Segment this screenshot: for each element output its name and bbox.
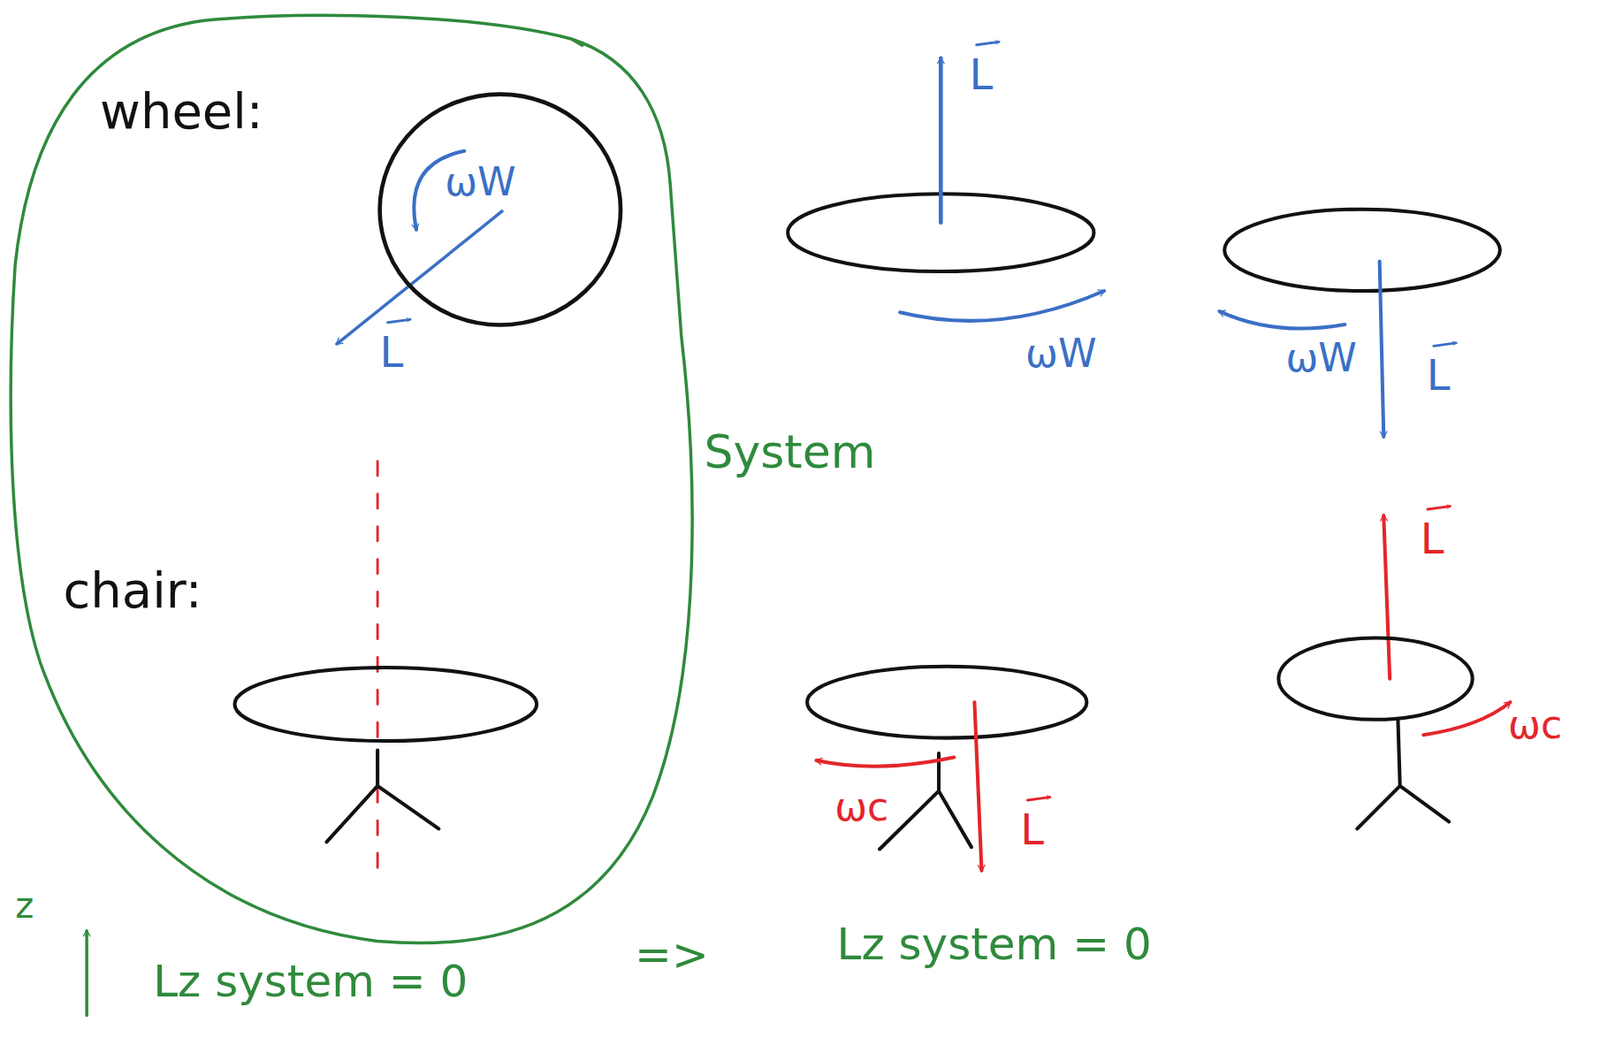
angular-momentum-arrow: [1383, 515, 1390, 679]
angular-momentum-symbol: L: [969, 51, 994, 99]
angular-momentum-symbol: L: [379, 328, 404, 376]
angular-momentum-arrow: [938, 58, 944, 223]
rotation-arrow: [1423, 701, 1510, 735]
system-label: System: [703, 426, 876, 478]
angular-momentum-arrow: [974, 701, 982, 870]
system-boundary: System wheel: chair: ωW: [7, 12, 886, 957]
z-axis-arrow: [84, 930, 88, 1016]
angular-velocity-symbol: ωW: [1285, 336, 1357, 380]
angular-momentum-symbol: L: [1420, 515, 1445, 563]
angular-velocity-symbol: ωW: [444, 160, 516, 204]
vector-arrow: [1027, 797, 1050, 800]
system-boundary-outline: [7, 12, 886, 957]
chair-symbol: [234, 667, 537, 842]
rotation-arrow: [899, 290, 1105, 321]
vector-arrow: [1427, 506, 1450, 510]
wheel-circle-outline: [375, 90, 625, 329]
rotation-arrow: [1219, 311, 1345, 328]
angular-velocity-symbol: ωc: [1508, 703, 1562, 747]
chair-symbol: [1278, 637, 1472, 829]
vector-arrow: [1433, 342, 1456, 346]
axis-label: z: [15, 885, 34, 925]
vector-arrow: [976, 41, 999, 45]
angular-velocity-symbol: ωc: [834, 785, 889, 829]
angular-momentum-symbol: L: [1020, 806, 1044, 854]
conservation-equation: Lz system = 0: [152, 957, 468, 1006]
wheel-circle: ωW: [375, 90, 625, 329]
vector-arrow: [388, 319, 411, 322]
rotation-arrow: [815, 757, 954, 767]
part-name: chair:: [63, 563, 203, 618]
angular-momentum-arrow: [1379, 261, 1385, 438]
angular-velocity-symbol: ωW: [1025, 332, 1097, 375]
conservation-equation: Lz system = 0: [837, 920, 1152, 969]
implies-symbol: =>: [634, 930, 709, 980]
angular-momentum-symbol: L: [1426, 351, 1451, 399]
part-name: wheel:: [99, 83, 264, 139]
rotation-axis: [376, 461, 380, 880]
wheel-symbol: [1224, 209, 1501, 291]
chair-symbol: [807, 666, 1087, 850]
